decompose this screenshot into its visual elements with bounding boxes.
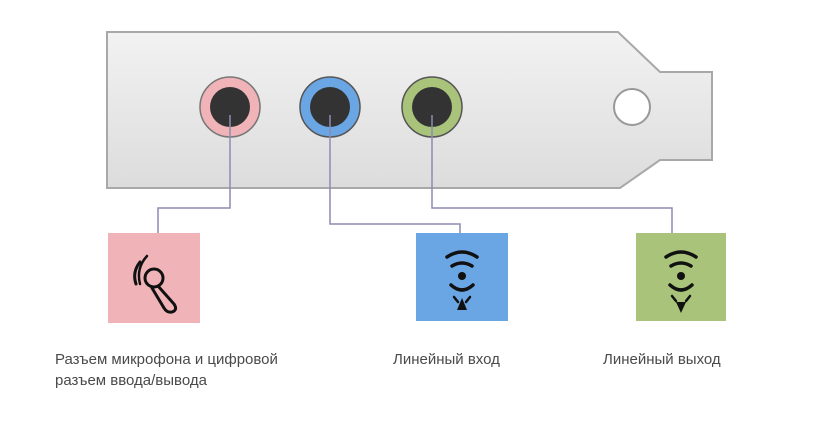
connector-line-out	[431, 115, 673, 233]
mic-label-line1: Разъем микрофона и цифровой	[55, 351, 278, 368]
mount-hole	[613, 88, 651, 126]
line-in-icon	[445, 250, 479, 310]
line-out-label: Линейный выход	[603, 351, 721, 368]
mic-box	[108, 233, 200, 323]
connector-mic	[157, 115, 231, 233]
jack-mic	[199, 76, 261, 138]
microphone-icon	[133, 254, 178, 314]
connector-line-in	[329, 115, 461, 233]
mic-label: Разъем микрофона и цифровой разъем ввода…	[55, 349, 278, 391]
jack-line-in	[299, 76, 361, 138]
jack-line-out	[401, 76, 463, 138]
line-out-icon	[664, 250, 698, 313]
mic-label-line2: разъем ввода/вывода	[55, 372, 207, 389]
line-in-label: Линейный вход	[393, 351, 500, 368]
